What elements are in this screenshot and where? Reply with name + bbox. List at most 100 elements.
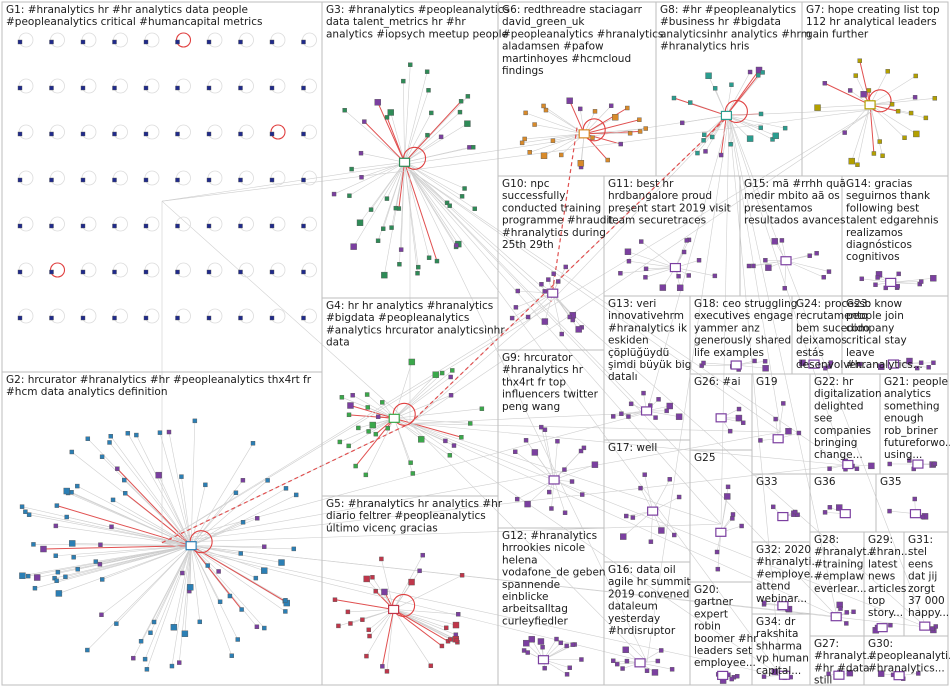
graph-node xyxy=(369,421,376,429)
graph-edge xyxy=(181,476,192,546)
graph-node xyxy=(851,609,856,615)
graph-hub-node xyxy=(893,671,905,681)
graph-node xyxy=(676,284,684,292)
graph-node xyxy=(714,549,720,555)
graph-edge xyxy=(381,558,394,610)
group-label-line: G9: hrcurator xyxy=(502,352,573,364)
group-label-line: presentamos xyxy=(744,202,812,214)
graph-edge xyxy=(393,609,456,636)
graph-node xyxy=(873,282,878,287)
group-label-line: gain further xyxy=(806,28,869,40)
graph-node xyxy=(920,514,926,520)
group-label-line: expert xyxy=(694,608,728,620)
graph-edge-cross xyxy=(409,423,782,677)
graph-node xyxy=(217,599,223,604)
graph-edge xyxy=(353,162,405,247)
graph-node xyxy=(206,223,212,229)
graph-node xyxy=(785,428,792,435)
graph-hub-node xyxy=(919,621,931,631)
graph-edge xyxy=(344,109,405,163)
group-label-line: desenvolver... xyxy=(796,359,869,371)
graph-node xyxy=(356,425,361,431)
group-label-line: G1: #hranalytics hr #hr analytics data p… xyxy=(6,4,248,16)
group-label-line: G4: hr hr analytics #hranalytics xyxy=(326,300,493,312)
graph-edge xyxy=(404,111,461,163)
graph-node xyxy=(562,467,567,472)
graph-edge-highlight xyxy=(569,100,585,135)
graph-edge xyxy=(101,545,192,616)
graph-edge-cross xyxy=(409,109,876,424)
graph-node xyxy=(438,134,444,140)
graph-node xyxy=(558,640,564,646)
graph-node xyxy=(667,477,672,482)
graph-node xyxy=(49,131,54,137)
graph-edge xyxy=(394,370,453,419)
graph-node xyxy=(729,676,734,682)
group-label-line: news xyxy=(868,571,895,583)
graph-node xyxy=(452,621,460,629)
graph-edge-cross xyxy=(409,170,648,413)
graph-node xyxy=(206,131,212,137)
graph-node xyxy=(17,315,23,321)
group-label-line: #hranalytics... xyxy=(868,662,945,674)
graph-edge xyxy=(112,499,192,546)
graph-node xyxy=(17,177,23,183)
graph-node xyxy=(381,226,386,231)
group-labels-layer: G1: #hranalytics hr #hr analytics data p… xyxy=(6,4,950,688)
graph-node xyxy=(53,523,59,529)
graph-node xyxy=(871,151,877,156)
group-label-line: recrutamento xyxy=(796,310,868,322)
group-label-line: findings xyxy=(502,65,544,77)
graph-node xyxy=(254,624,260,630)
graph-edge xyxy=(171,545,192,667)
graph-node xyxy=(181,630,189,637)
graph-node xyxy=(418,436,425,443)
group-label-line: vp human xyxy=(756,653,809,665)
graph-node xyxy=(762,600,767,605)
graph-node xyxy=(564,643,569,649)
group-label-line: curleyfiedler xyxy=(502,615,568,627)
graph-node xyxy=(522,136,527,142)
graph-node xyxy=(912,496,917,502)
graph-node xyxy=(878,363,885,370)
graph-node xyxy=(143,223,149,229)
group-label-line: stel xyxy=(908,546,927,558)
graph-node xyxy=(356,219,364,226)
graph-edge-highlight xyxy=(583,107,628,135)
graph-node xyxy=(620,666,625,671)
graph-edge xyxy=(785,260,824,278)
graph-node xyxy=(366,627,371,633)
graph-edge xyxy=(869,104,881,142)
group-label-line: see xyxy=(814,413,832,425)
graph-node xyxy=(659,648,664,653)
graph-edge xyxy=(73,545,192,558)
graph-node xyxy=(448,637,453,642)
graph-node xyxy=(906,357,913,365)
group-label-line: şimdi büyük big xyxy=(608,359,691,371)
graph-node xyxy=(53,553,58,558)
group-label-line: executives engage xyxy=(694,310,793,322)
graph-node xyxy=(539,282,544,287)
graph-node xyxy=(540,645,545,650)
graph-node xyxy=(642,472,647,477)
graph-edge xyxy=(116,545,192,624)
group-label-line: story... xyxy=(868,607,903,619)
graph-node xyxy=(838,606,843,611)
graph-node xyxy=(177,660,182,665)
graph-hub-node xyxy=(647,506,659,516)
graph-node xyxy=(741,420,746,425)
graph-node xyxy=(175,177,180,183)
graph-node xyxy=(138,639,144,644)
group-label-line: G8: #hr #peopleanalytics xyxy=(660,4,796,16)
graph-node xyxy=(99,577,105,582)
group-label-line: G36 xyxy=(814,476,836,488)
graph-edge-highlight xyxy=(726,75,759,116)
graph-node xyxy=(114,621,119,626)
graph-node xyxy=(238,85,243,91)
group-label-line: G14: gracias xyxy=(846,178,912,190)
graph-node xyxy=(854,466,860,471)
graph-node xyxy=(814,104,821,111)
graph-node xyxy=(410,471,416,476)
